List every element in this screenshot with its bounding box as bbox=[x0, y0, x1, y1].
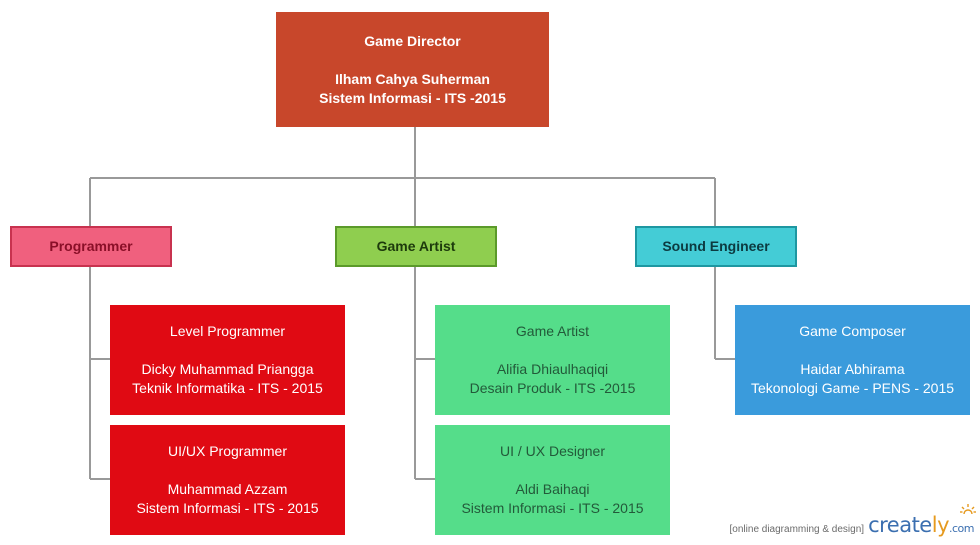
creately-watermark[interactable]: [online diagramming & design] creately.c… bbox=[729, 504, 976, 537]
watermark-tagline: [online diagramming & design] bbox=[729, 524, 865, 535]
dept-sound-engineer-label: Sound Engineer bbox=[662, 238, 770, 254]
game-composer-affiliation: Tekonologi Game - PENS - 2015 bbox=[750, 380, 955, 396]
uiux-programmer-name: Muhammad Azzam bbox=[167, 481, 288, 497]
uiux-programmer-role: UI/UX Programmer bbox=[167, 443, 288, 459]
director-box: Game Director Ilham Cahya Suherman Siste… bbox=[276, 12, 549, 127]
member-game-artist: Game Artist Alifia Dhiaulhaqiqi Desain P… bbox=[435, 305, 670, 415]
uiux-programmer-affiliation: Sistem Informasi - ITS - 2015 bbox=[136, 500, 319, 516]
member-game-composer: Game Composer Haidar Abhirama Tekonologi… bbox=[735, 305, 970, 415]
director-role: Game Director bbox=[364, 32, 461, 49]
game-artist-affiliation: Desain Produk - ITS -2015 bbox=[469, 380, 636, 396]
dept-programmer-label: Programmer bbox=[49, 238, 133, 254]
member-uiux-programmer: UI/UX Programmer Muhammad Azzam Sistem I… bbox=[110, 425, 345, 535]
creately-logo: creately.com bbox=[868, 504, 976, 537]
member-uiux-designer: UI / UX Designer Aldi Baihaqi Sistem Inf… bbox=[435, 425, 670, 535]
level-programmer-affiliation: Teknik Informatika - ITS - 2015 bbox=[132, 380, 323, 396]
director-name: Ilham Cahya Suherman bbox=[335, 70, 490, 87]
member-level-programmer: Level Programmer Dicky Muhammad Priangga… bbox=[110, 305, 345, 415]
level-programmer-role: Level Programmer bbox=[169, 323, 286, 339]
uiux-designer-role: UI / UX Designer bbox=[499, 443, 606, 459]
sun-icon bbox=[960, 504, 976, 515]
dept-game-artist-label: Game Artist bbox=[376, 238, 456, 254]
game-artist-role: Game Artist bbox=[515, 323, 590, 339]
dept-game-artist: Game Artist bbox=[335, 226, 497, 267]
game-composer-name: Haidar Abhirama bbox=[800, 361, 905, 377]
dept-sound-engineer: Sound Engineer bbox=[635, 226, 797, 267]
game-artist-name: Alifia Dhiaulhaqiqi bbox=[496, 361, 609, 377]
game-composer-role: Game Composer bbox=[799, 323, 906, 339]
director-affiliation: Sistem Informasi - ITS -2015 bbox=[319, 89, 506, 106]
dept-programmer: Programmer bbox=[10, 226, 172, 267]
uiux-designer-affiliation: Sistem Informasi - ITS - 2015 bbox=[461, 500, 644, 516]
uiux-designer-name: Aldi Baihaqi bbox=[515, 481, 590, 497]
level-programmer-name: Dicky Muhammad Priangga bbox=[141, 361, 314, 377]
